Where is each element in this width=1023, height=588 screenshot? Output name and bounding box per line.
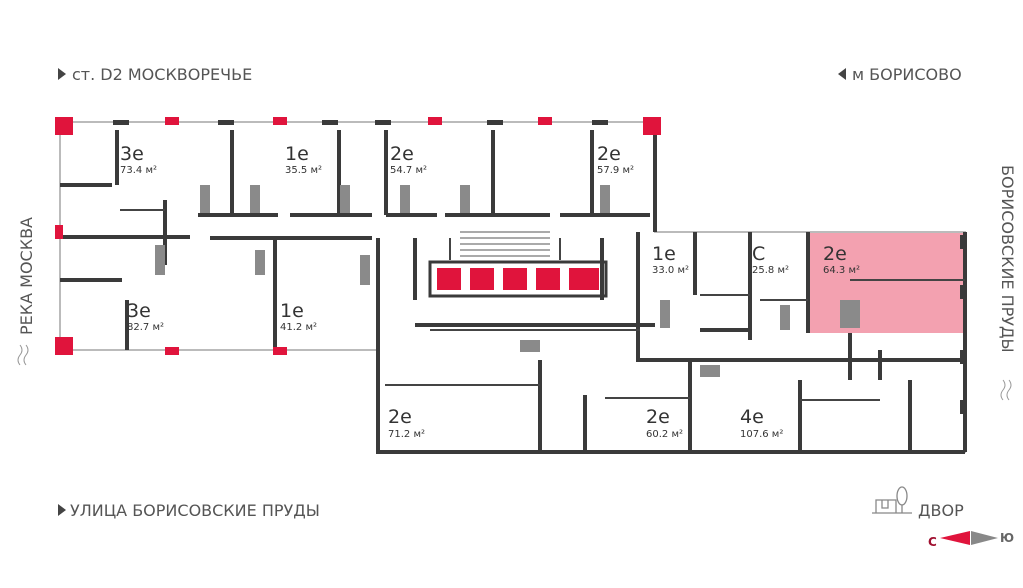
svg-text:71.2 м²: 71.2 м² — [388, 429, 425, 440]
bathroom-fixtures — [155, 185, 860, 377]
compass-north-label: С — [928, 535, 937, 549]
apartment-highlight[interactable] — [808, 233, 965, 333]
svg-text:60.2 м²: 60.2 м² — [646, 429, 683, 440]
svg-text:1е: 1е — [285, 143, 309, 165]
label-river: РЕКА МОСКВА — [17, 217, 36, 335]
svg-text:С: С — [752, 243, 765, 265]
svg-text:2е: 2е — [646, 406, 670, 428]
svg-text:82.7 м²: 82.7 м² — [127, 322, 164, 333]
water-icon — [17, 344, 29, 366]
compass: С Ю — [928, 531, 1014, 549]
svg-text:54.7 м²: 54.7 м² — [390, 165, 427, 176]
compass-north-icon — [940, 531, 970, 545]
stairs — [460, 231, 550, 257]
columns — [55, 117, 966, 414]
svg-text:4е: 4е — [740, 406, 764, 428]
label-street: УЛИЦА БОРИСОВСКИЕ ПРУДЫ — [70, 501, 320, 520]
direction-arrow-icon — [838, 68, 846, 80]
svg-text:2е: 2е — [597, 143, 621, 165]
svg-text:3е: 3е — [127, 300, 151, 322]
apartment-c-25[interactable]: С25.8 м² — [752, 243, 789, 276]
svg-text:35.5 м²: 35.5 м² — [285, 165, 322, 176]
label-ponds: БОРИСОВСКИЕ ПРУДЫ — [998, 165, 1017, 353]
compass-south-icon — [971, 531, 998, 545]
compass-south-label: Ю — [1000, 531, 1014, 545]
svg-text:25.8 м²: 25.8 м² — [752, 265, 789, 276]
svg-text:33.0 м²: 33.0 м² — [652, 265, 689, 276]
svg-text:2е: 2е — [390, 143, 414, 165]
svg-text:1е: 1е — [652, 243, 676, 265]
elevators — [428, 260, 608, 298]
svg-text:1е: 1е — [280, 300, 304, 322]
playground-icon — [872, 486, 912, 514]
svg-text:3е: 3е — [120, 143, 144, 165]
water-icon — [1000, 379, 1012, 401]
svg-text:41.2 м²: 41.2 м² — [280, 322, 317, 333]
svg-text:2е: 2е — [388, 406, 412, 428]
label-yard: ДВОР — [918, 501, 964, 520]
label-metro: м БОРИСОВО — [852, 65, 962, 84]
svg-text:57.9 м²: 57.9 м² — [597, 165, 634, 176]
svg-text:73.4 м²: 73.4 м² — [120, 165, 157, 176]
svg-text:2е: 2е — [823, 243, 847, 265]
direction-arrow-icon — [58, 68, 66, 80]
label-station: ст. D2 МОСКВОРЕЧЬЕ — [72, 65, 252, 84]
svg-text:64.3 м²: 64.3 м² — [823, 265, 860, 276]
direction-arrow-icon — [58, 504, 66, 516]
svg-text:107.6 м²: 107.6 м² — [740, 429, 783, 440]
